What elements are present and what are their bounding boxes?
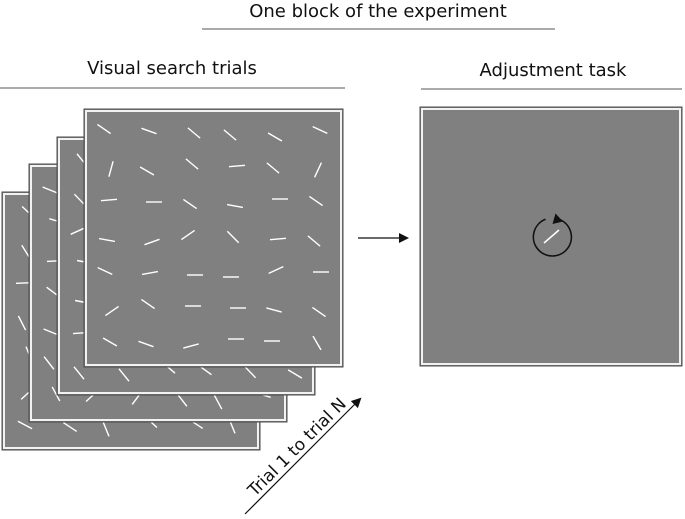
oriented-line [104, 305, 120, 317]
oriented-line [176, 393, 188, 407]
oriented-line [312, 125, 328, 135]
trial-axis-arrow [244, 397, 362, 515]
oriented-line [42, 186, 58, 194]
oriented-line [287, 369, 303, 379]
oriented-line [17, 315, 27, 331]
visual-search-heading: Visual search trials [87, 58, 257, 79]
oriented-line [213, 394, 223, 410]
oriented-line [226, 203, 244, 209]
oriented-line [307, 235, 321, 247]
oriented-line [118, 368, 130, 382]
oriented-line [182, 198, 198, 210]
oriented-line [187, 127, 201, 139]
oriented-line [267, 132, 283, 142]
oriented-line [183, 343, 199, 349]
oriented-line [108, 161, 114, 177]
oriented-line [102, 421, 110, 437]
oriented-line [43, 328, 59, 336]
adjustment-task-panel [419, 106, 683, 367]
oriented-line [266, 162, 280, 174]
oriented-line [243, 365, 257, 379]
oriented-line [100, 198, 118, 202]
rotation-arrow-icon [532, 213, 573, 257]
oriented-line [141, 270, 159, 276]
oriented-line [102, 337, 118, 347]
oriented-line [226, 230, 240, 244]
oriented-line [98, 237, 116, 243]
oriented-line [308, 195, 324, 207]
probe-line [543, 229, 560, 244]
oriented-line [185, 158, 199, 170]
oriented-line [62, 422, 78, 432]
oriented-line [313, 162, 323, 178]
oriented-line [138, 340, 154, 348]
search-array [96, 123, 329, 351]
oriented-line [97, 266, 113, 276]
oriented-line [43, 356, 55, 370]
oriented-line [228, 164, 246, 168]
oriented-line [141, 127, 157, 135]
oriented-line [73, 366, 85, 380]
oriented-line [140, 298, 156, 310]
oriented-line [268, 265, 284, 275]
oriented-line [70, 227, 86, 235]
oriented-line [266, 307, 282, 313]
oriented-line [180, 229, 196, 241]
oriented-line [17, 420, 33, 430]
oriented-line [223, 129, 237, 141]
oriented-line [312, 335, 322, 351]
oriented-line [51, 386, 61, 402]
oriented-line [144, 238, 160, 246]
diagram-title: One block of the experiment [249, 1, 507, 22]
oriented-line [139, 166, 155, 176]
search-trial-panel-1 [83, 108, 344, 368]
oriented-line [311, 306, 327, 318]
oriented-line [269, 237, 287, 241]
adjustment-task-heading: Adjustment task [480, 60, 628, 81]
oriented-line [96, 123, 112, 135]
